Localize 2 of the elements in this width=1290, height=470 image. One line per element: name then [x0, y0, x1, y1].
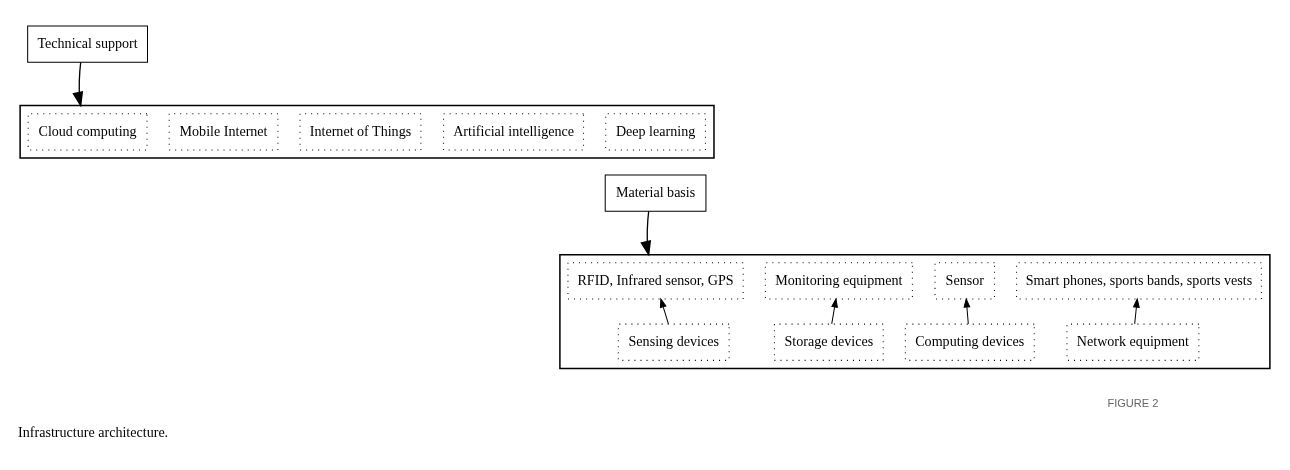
label: FIGURE 2 — [1107, 396, 1159, 408]
caption: Infrastructure architecture. — [18, 423, 169, 440]
